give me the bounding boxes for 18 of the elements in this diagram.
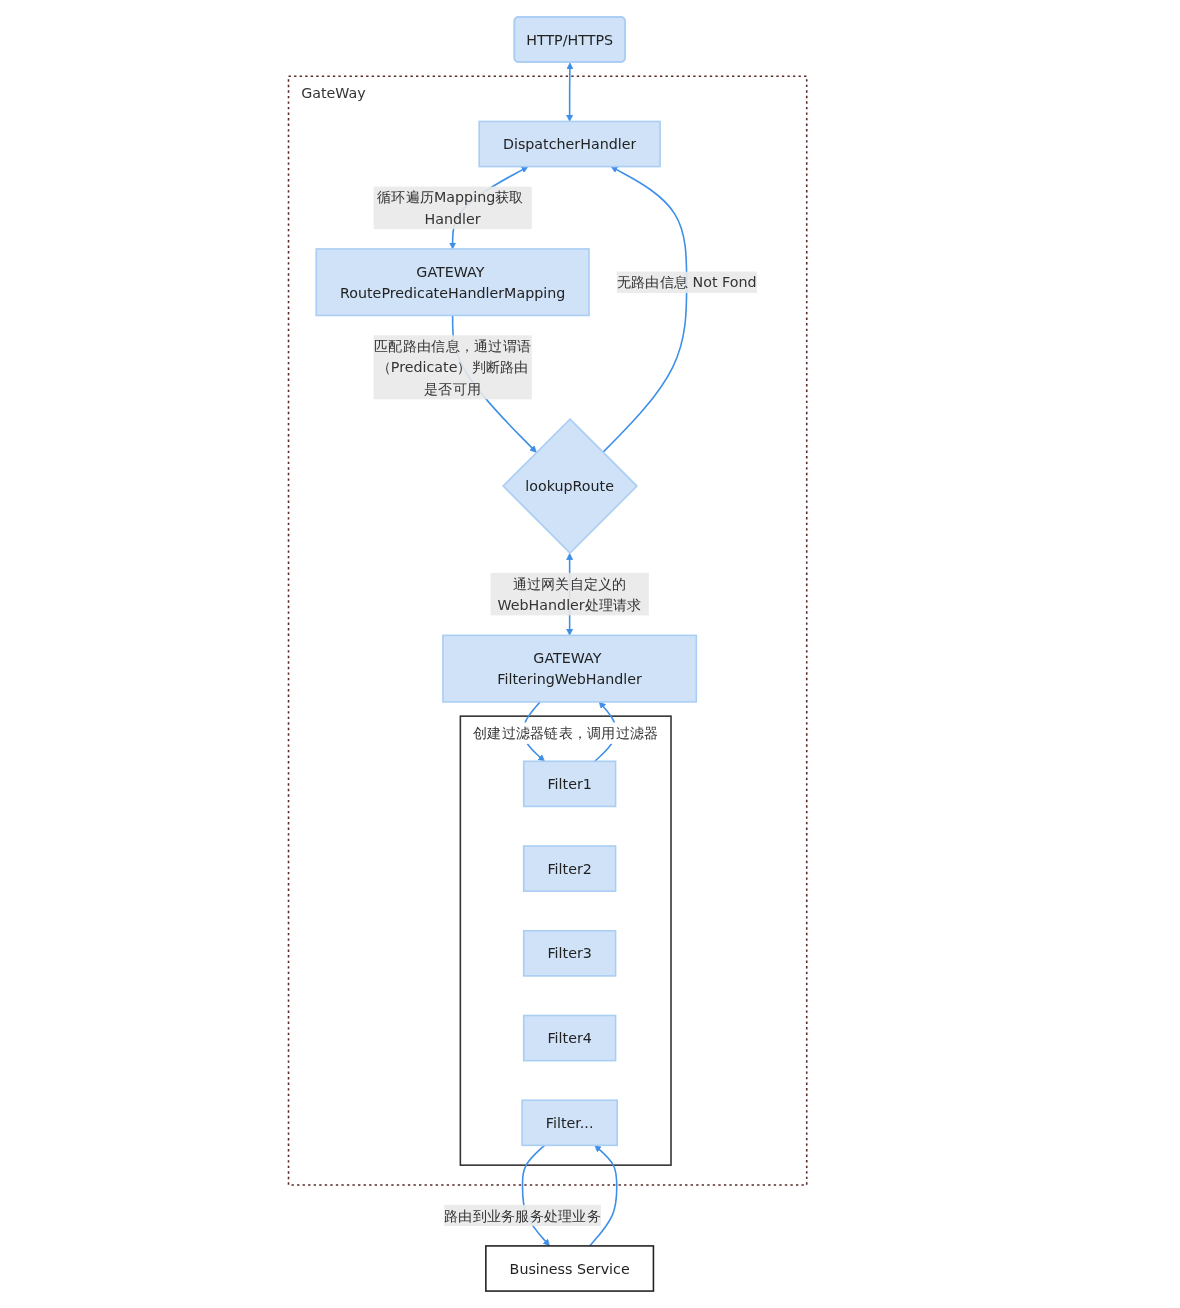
edge-label: 匹配路由信息，通过谓语（Predicate）判断路由是否可用 bbox=[374, 337, 531, 398]
node-box: Filter... bbox=[521, 1099, 618, 1147]
node-box: DispatcherHandler bbox=[478, 120, 661, 168]
edge-label: 循环遍历Mapping获取 Handler bbox=[376, 188, 524, 227]
node-diamond: lookupRoute bbox=[501, 418, 638, 555]
edge-label: 无路由信息 Not Fond bbox=[616, 273, 757, 291]
arrow bbox=[565, 62, 574, 122]
node-box: Filter3 bbox=[522, 929, 617, 977]
node-box: Filter2 bbox=[522, 845, 617, 892]
node-box: Filter1 bbox=[522, 760, 617, 808]
node-box: GATEWAY FilteringWebHandler bbox=[441, 634, 697, 703]
arrow bbox=[588, 1145, 618, 1247]
node-box: Business Service bbox=[484, 1245, 654, 1292]
edge-label: 通过网关自定义的WebHandler处理请求 bbox=[497, 575, 642, 614]
node-box: Filter4 bbox=[522, 1014, 617, 1062]
node-box: GATEWAY RoutePredicateHandlerMapping bbox=[315, 248, 590, 317]
edge-label: 路由到业务服务处理业务 bbox=[443, 1207, 601, 1224]
arrow bbox=[601, 166, 688, 454]
